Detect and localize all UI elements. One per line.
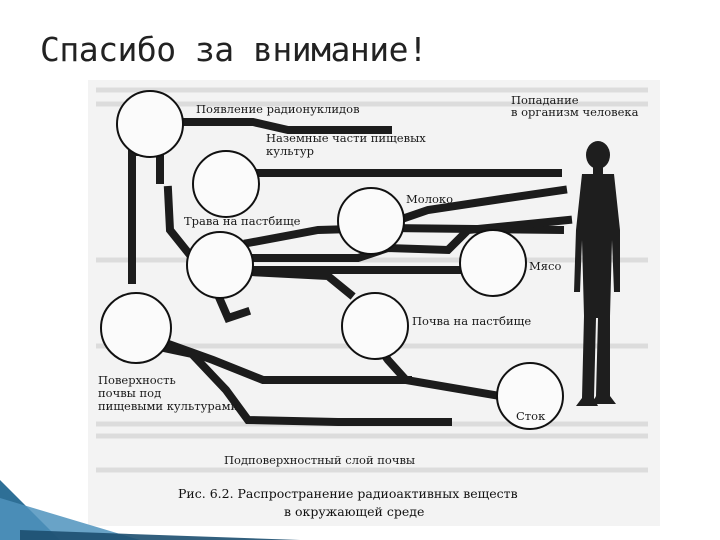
circle-grass	[187, 232, 253, 298]
node-radionuclides: Появление радионуклидов	[196, 103, 360, 116]
node-pasture-grass: Трава на пастбище	[184, 215, 300, 228]
arrow-grass-to-pasture-soil	[250, 272, 350, 294]
node-meat: Мясо	[529, 260, 561, 273]
figure-caption-line2: в окружающей среде	[284, 504, 424, 519]
node-pasture-soil: Почва на пастбище	[412, 315, 531, 328]
human-silhouette	[574, 141, 620, 406]
circle-meat	[460, 230, 526, 296]
circle-radionuclides	[117, 91, 183, 157]
circle-pasture-soil	[342, 293, 408, 359]
arrow-radionuclides-to-crops	[178, 122, 388, 130]
node-human: Попадание в организм человека	[511, 94, 638, 118]
node-runoff: Сток	[516, 410, 545, 423]
circle-soil-surface	[101, 293, 171, 363]
node-crops: Наземные части пищевых культур	[266, 132, 426, 158]
circle-crops	[193, 151, 259, 217]
corner-decoration	[0, 470, 300, 540]
node-crop-soil-surface: Поверхность почвы под пищевыми культурам…	[98, 374, 238, 413]
node-milk: Молоко	[406, 193, 453, 206]
node-subsurface-soil: Подповерхностный слой почвы	[224, 454, 415, 467]
circle-milk	[338, 188, 404, 254]
diagram-figure: Появление радионуклидов Попадание в орга…	[88, 80, 660, 526]
slide-title: Спасибо за внимание!	[40, 30, 427, 69]
